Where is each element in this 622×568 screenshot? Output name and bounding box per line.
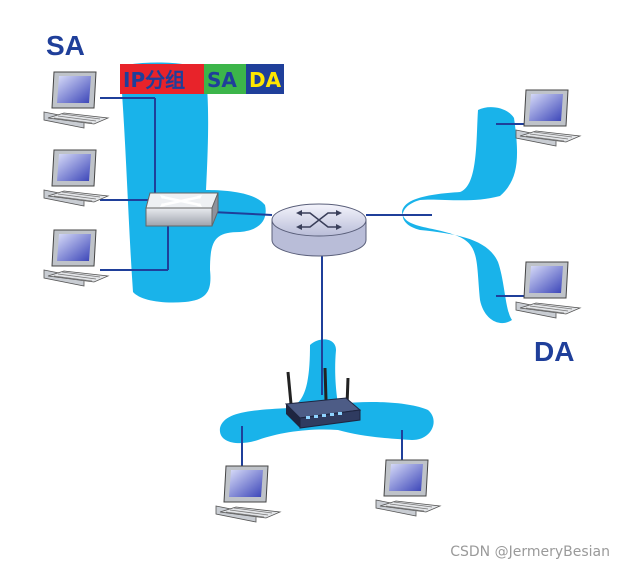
wireless-router-icon [284,367,362,429]
computer-icon [215,465,281,523]
link-switch-router [211,211,273,216]
packet-segment-da: DA [249,68,282,92]
packet-header: IP分组 SA DA [120,64,284,94]
links [100,97,524,466]
packet-segment-sa: SA [207,68,237,92]
computer-icon [515,89,581,147]
computer-icon [43,71,109,129]
watermark: CSDN @JermeryBesian [450,544,610,560]
packet-segment-bg [204,64,246,94]
packet-segment-ip: IP分组 [123,68,185,92]
switch-icon [145,192,219,227]
computer-icon [375,459,441,517]
lan-right [402,107,518,324]
router-icon [271,203,367,257]
packet-segment-bg [246,64,284,94]
source-address-label: SA [46,30,85,61]
computer-icon [515,261,581,319]
packet-segment-bg [120,64,204,94]
computer-icon [43,149,109,207]
computer-icon [43,229,109,287]
destination-address-label: DA [534,336,574,367]
lan-left [120,62,266,303]
